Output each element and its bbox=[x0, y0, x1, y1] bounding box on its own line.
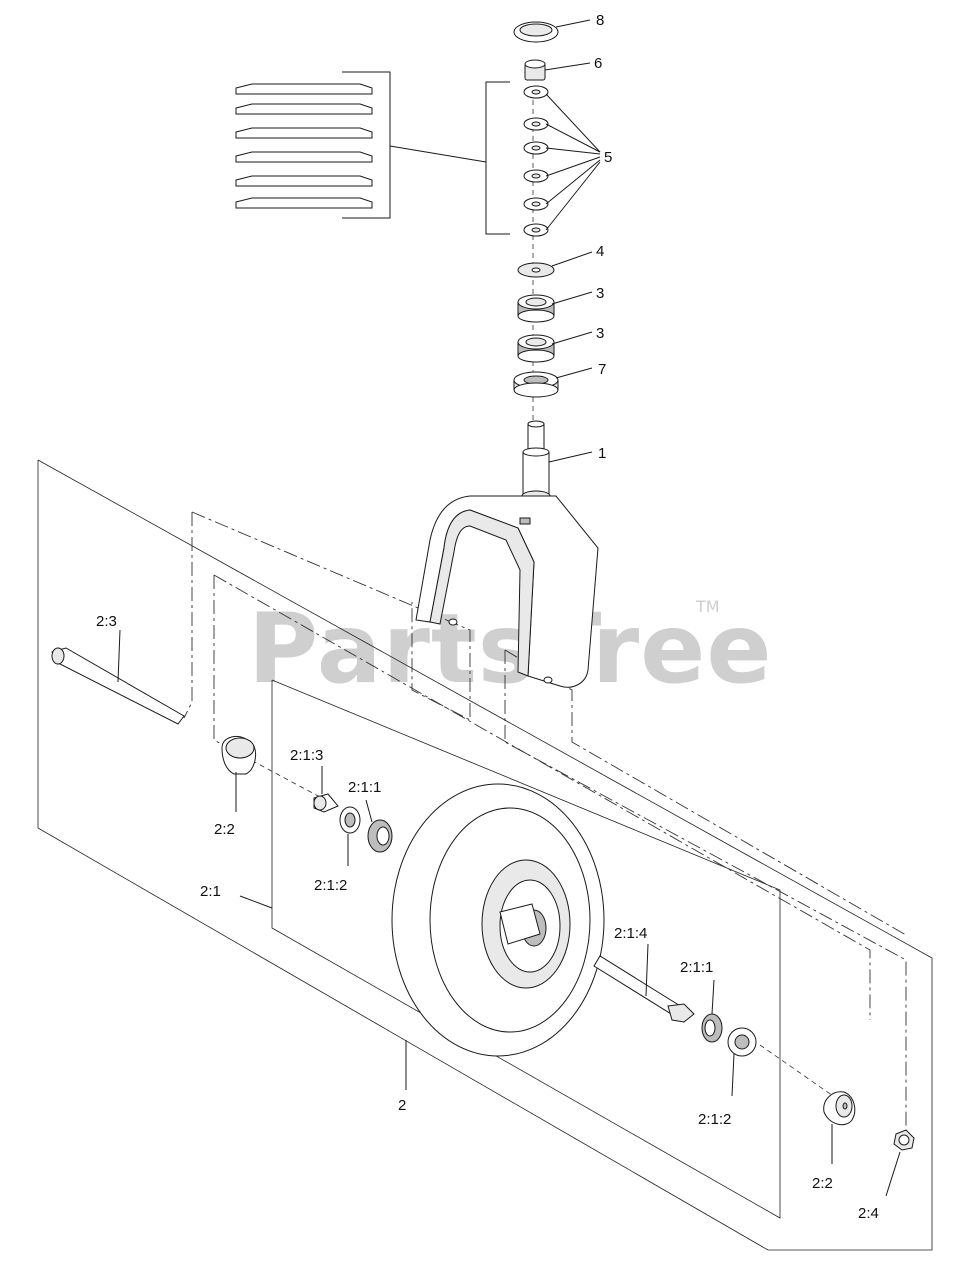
callout-2-1-4: 2:1:4 bbox=[614, 925, 647, 942]
part-7-race bbox=[513, 367, 593, 398]
part-2-1-4-sleeve bbox=[593, 943, 695, 1023]
callout-2-4: 2:4 bbox=[858, 1205, 879, 1222]
part-4-washer bbox=[517, 251, 593, 278]
callout-4: 4 bbox=[596, 243, 604, 260]
part-1-caster-fork bbox=[415, 420, 599, 688]
callout-2-1-2-left: 2:1:2 bbox=[314, 877, 347, 894]
callout-2-2-left: 2:2 bbox=[214, 821, 235, 838]
callout-2: 2 bbox=[398, 1097, 406, 1114]
assembly-outlines bbox=[37, 100, 933, 1251]
watermark-trademark: TM bbox=[695, 597, 720, 616]
callout-2-1-3: 2:1:3 bbox=[290, 747, 323, 764]
callout-2-1-1-right: 2:1:1 bbox=[680, 959, 713, 976]
part-2-1-1-bearing-right bbox=[701, 979, 723, 1043]
callout-5: 5 bbox=[604, 149, 612, 166]
callout-3-upper: 3 bbox=[596, 285, 604, 302]
callout-1: 1 bbox=[598, 445, 606, 462]
part-3-bearings bbox=[517, 291, 593, 363]
part-2-2-spacer-left bbox=[221, 735, 257, 812]
shim-stack-inset bbox=[235, 71, 510, 235]
callout-7: 7 bbox=[598, 361, 606, 378]
callout-2-1: 2:1 bbox=[200, 883, 221, 900]
callout-2-3: 2:3 bbox=[96, 613, 117, 630]
callout-6: 6 bbox=[594, 55, 602, 72]
assembly-leaders bbox=[239, 895, 407, 1090]
callout-2-1-2-right: 2:1:2 bbox=[698, 1111, 731, 1128]
callout-2-2-right: 2:2 bbox=[812, 1175, 833, 1192]
part-2-1-3-spacer bbox=[313, 766, 339, 813]
callout-2-1-1-left: 2:1:1 bbox=[348, 779, 381, 796]
part-2-2-spacer-right bbox=[823, 1091, 856, 1164]
part-2-1-1-bearing-left bbox=[365, 799, 393, 853]
part-2-1-2-race-left bbox=[339, 806, 361, 866]
part-8-dust-cap bbox=[513, 19, 591, 43]
part-5-shims bbox=[523, 85, 601, 237]
callout-3-lower: 3 bbox=[596, 325, 604, 342]
callout-8: 8 bbox=[596, 12, 604, 29]
watermark: PartsTree TM bbox=[248, 593, 772, 705]
watermark-brand: PartsTree bbox=[248, 593, 772, 705]
part-2-4-nut bbox=[885, 1129, 915, 1197]
callout-labels: 8 6 5 4 3 3 7 1 2:3 2:1:3 2:1:1 2:2 2:1:… bbox=[96, 12, 879, 1222]
part-6-nut bbox=[524, 59, 591, 81]
part-2-3-axle-bolt bbox=[51, 629, 185, 725]
wheel-tire bbox=[391, 783, 605, 1057]
part-2-1-2-race-right bbox=[727, 1027, 757, 1097]
